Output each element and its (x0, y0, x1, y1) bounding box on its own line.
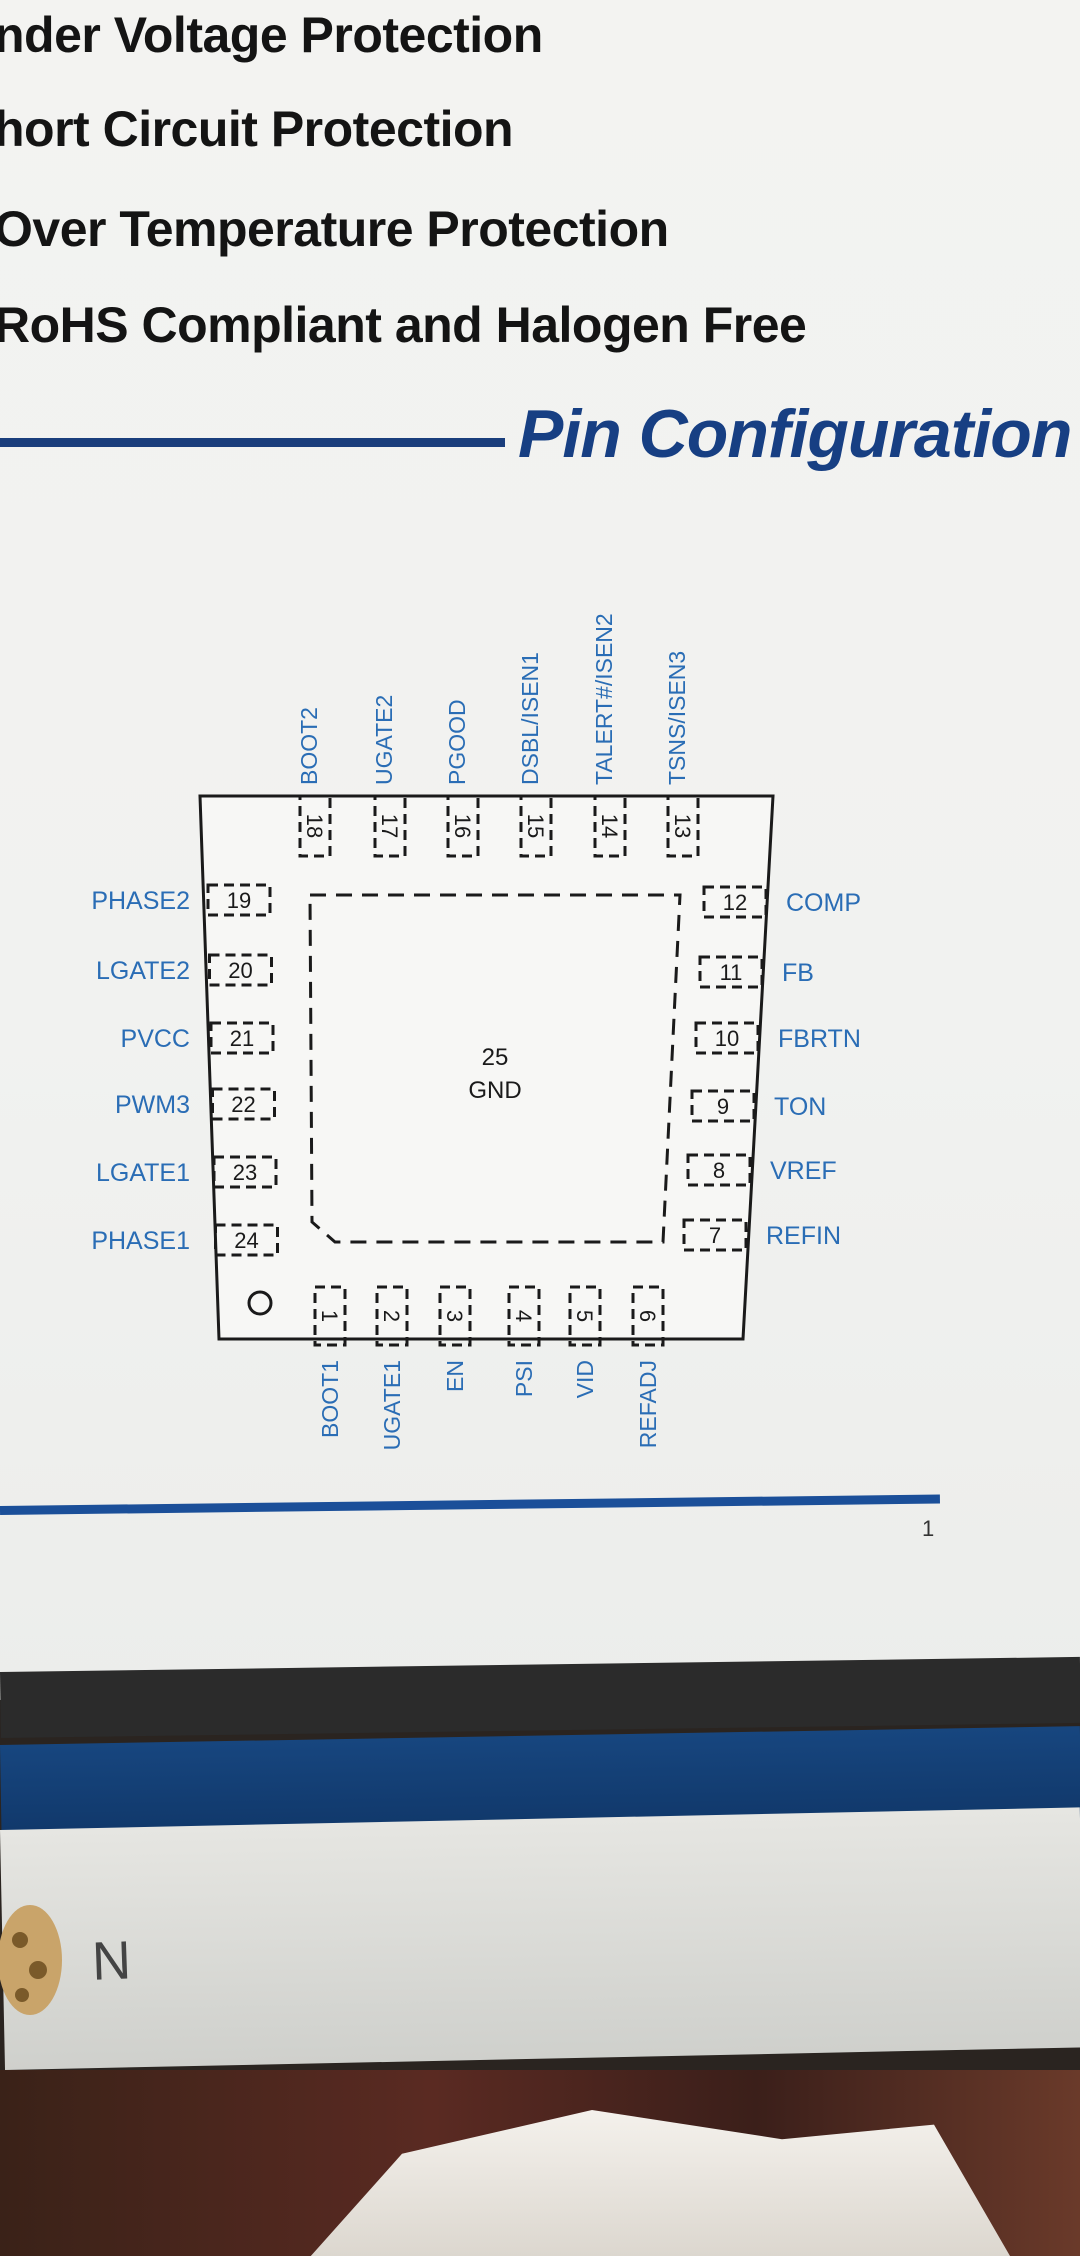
pin-label-left-22: PWM3 (115, 1091, 190, 1119)
pin-23-pad (212, 1155, 278, 1189)
pin-14-pad (593, 794, 627, 858)
pin-5-pad (568, 1285, 602, 1347)
pin-label-top-16: PGOOD (444, 699, 470, 785)
pin-label-bottom-3: EN (442, 1360, 468, 1392)
pin-10-number: 10 (715, 1026, 739, 1051)
pin-label-bottom-4: PSI (511, 1360, 537, 1397)
pin-10-pad (694, 1021, 760, 1055)
pin-label-top-18: BOOT2 (296, 707, 322, 785)
pin-9-pad (690, 1089, 756, 1123)
pin-15-number: 15 (523, 814, 548, 838)
pin-19-pad (206, 883, 272, 917)
pin-label-bottom-6: REFADJ (635, 1360, 661, 1448)
pin-11-pad (698, 955, 764, 989)
pin-24-pad (214, 1223, 279, 1257)
pin-19-number: 19 (227, 888, 251, 913)
pin-6-number: 6 (635, 1310, 660, 1322)
pin-21-number: 21 (230, 1026, 254, 1051)
pin-label-right-11: FB (782, 959, 814, 987)
pin-label-left-20: LGATE2 (96, 957, 190, 985)
pin-1-number: 1 (317, 1310, 342, 1322)
feature-under-voltage: nder Voltage Protection (0, 7, 543, 63)
feature-short-circuit: hort Circuit Protection (0, 101, 514, 157)
pin-label-right-12: COMP (786, 889, 861, 917)
pin-12-pad (702, 885, 768, 919)
pin-label-left-24: PHASE1 (91, 1227, 190, 1255)
monitor-logo-icon (0, 1905, 62, 2015)
pin-label-left-19: PHASE2 (91, 887, 190, 915)
pin-label-top-15: DSBL/ISEN1 (517, 652, 543, 785)
pin-3-pad (438, 1285, 472, 1347)
center-pad-number: 25 (482, 1044, 509, 1071)
pin-label-right-7: REFIN (766, 1222, 841, 1250)
pin-label-top-13: TSNS/ISEN3 (664, 651, 690, 785)
pin-label-right-8: VREF (770, 1157, 837, 1185)
pin-23-number: 23 (233, 1160, 257, 1185)
feature-rohs: RoHS Compliant and Halogen Free (0, 297, 807, 353)
pin-12-number: 12 (723, 890, 747, 915)
pin-label-right-10: FBRTN (778, 1025, 861, 1053)
pin-15-pad (519, 794, 553, 858)
pin-11-number: 11 (720, 960, 743, 985)
pin-label-left-21: PVCC (121, 1025, 190, 1053)
pin-1-pad (313, 1285, 347, 1347)
pin-13-number: 13 (670, 814, 695, 838)
pin-21-pad (209, 1021, 275, 1055)
pin-18-number: 18 (302, 814, 327, 838)
pin-8-number: 8 (713, 1158, 725, 1183)
pin-7-number: 7 (709, 1223, 721, 1248)
pin-label-bottom-1: BOOT1 (317, 1360, 343, 1438)
pin-label-left-23: LGATE1 (96, 1159, 190, 1187)
screen-edge (0, 1656, 1080, 1738)
pin-4-number: 4 (511, 1310, 536, 1322)
pin1-marker (247, 1290, 273, 1316)
pin-22-number: 22 (231, 1092, 255, 1117)
pin-18-pad (298, 794, 332, 858)
pin-16-number: 16 (450, 814, 475, 838)
pin-20-pad (208, 953, 273, 987)
pin-16-pad (446, 794, 480, 858)
feature-over-temperature: Over Temperature Protection (0, 201, 669, 257)
pin-label-top-17: UGATE2 (371, 695, 397, 785)
monitor-logo-text: N (90, 1930, 135, 1992)
pin-20-number: 20 (228, 958, 252, 983)
pin-2-number: 2 (379, 1310, 404, 1322)
pin-diagram: 25GND18BOOT217UGATE216PGOOD15DSBL/ISEN11… (91, 613, 861, 1450)
pin-17-pad (373, 794, 407, 858)
exposed-pad (308, 893, 682, 1244)
pin-label-bottom-5: VID (572, 1360, 598, 1398)
monitor-screen: nder Voltage Protection hort Circuit Pro… (0, 0, 1080, 1700)
pin-label-right-9: TON (774, 1093, 826, 1121)
section-title: Pin Configuration (518, 396, 1072, 472)
section-rule (0, 438, 505, 447)
pin-label-bottom-2: UGATE1 (379, 1360, 405, 1450)
pin-6-pad (631, 1285, 665, 1347)
page-number: 1 (922, 1516, 935, 1541)
pin-9-number: 9 (717, 1094, 729, 1119)
pin-4-pad (507, 1285, 541, 1347)
pin-5-number: 5 (572, 1310, 597, 1322)
pin-7-pad (682, 1218, 748, 1252)
pin-14-number: 14 (597, 814, 622, 838)
pin-17-number: 17 (377, 814, 402, 838)
pin-3-number: 3 (442, 1310, 467, 1322)
pin-24-number: 24 (234, 1228, 258, 1253)
pin-8-pad (686, 1153, 752, 1187)
pin-label-top-14: TALERT#/ISEN2 (591, 613, 617, 785)
pin-2-pad (375, 1285, 409, 1347)
center-pad-label: GND (468, 1077, 521, 1104)
pin-22-pad (211, 1087, 276, 1121)
pin-13-pad (666, 794, 700, 858)
monitor-bezel (0, 1807, 1080, 2070)
